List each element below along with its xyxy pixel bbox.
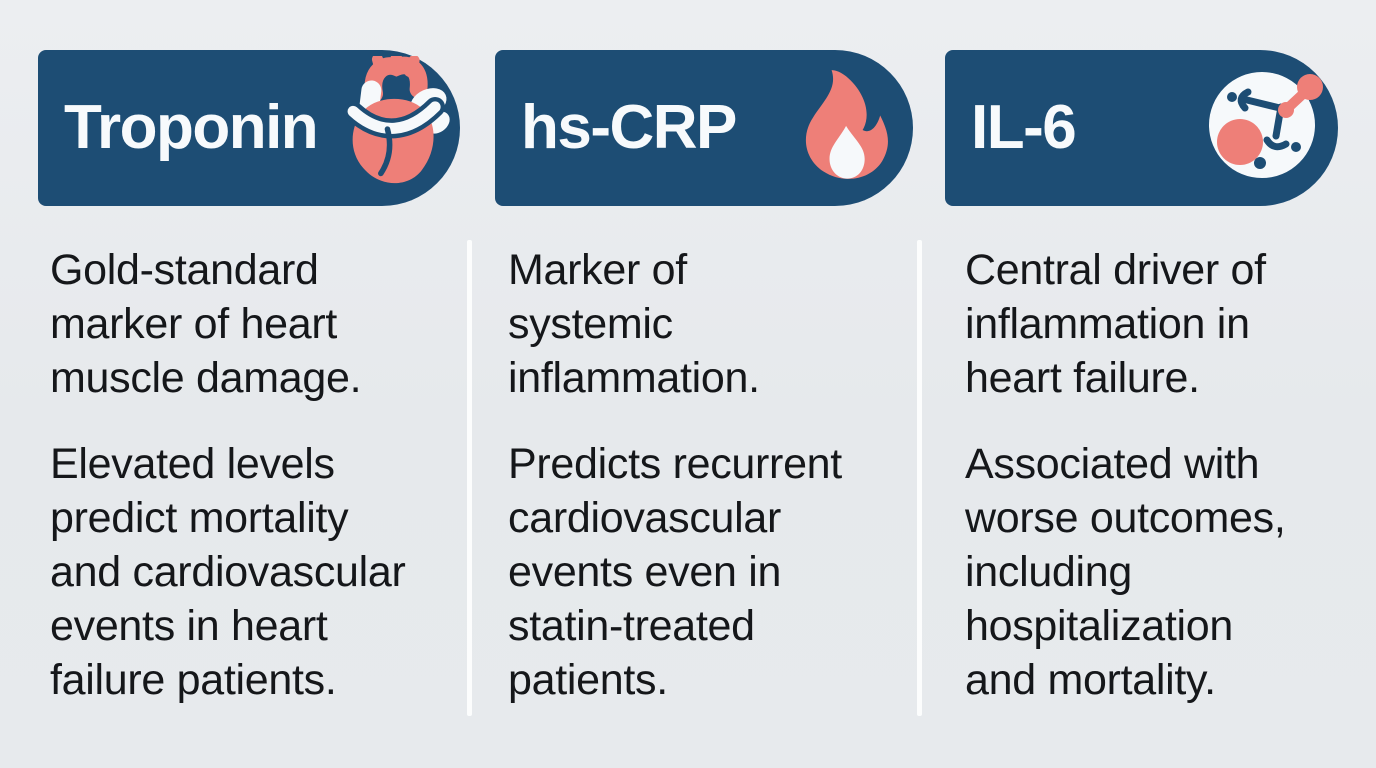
column-divider: [917, 240, 922, 716]
troponin-paragraph-1: Gold-standard marker of heart muscle dam…: [50, 246, 362, 402]
cell-icon: [1188, 50, 1368, 206]
il6-paragraph-2: Associated with worse outcomes, includin…: [965, 440, 1286, 704]
heart-icon: [330, 51, 456, 200]
hscrp-paragraph-2: Predicts recurrent cardiovascular events…: [508, 440, 842, 704]
troponin-header-label: Troponin: [64, 93, 319, 162]
il6-header-label: IL-6: [971, 93, 1077, 162]
column-hscrp-text: Marker of systemic inflammation. Predict…: [508, 243, 913, 707]
troponin-paragraph-2: Elevated levels predict mortality and ca…: [50, 440, 406, 704]
il6-header-pill: IL-6: [945, 50, 1338, 206]
flame-icon: [791, 68, 897, 190]
column-troponin-text: Gold-standard marker of heart muscle dam…: [50, 243, 464, 707]
column-il6-text: Central driver of inflammation in heart …: [965, 243, 1370, 707]
il6-paragraph-1: Central driver of inflammation in heart …: [965, 246, 1266, 402]
column-divider: [467, 240, 472, 716]
hscrp-paragraph-1: Marker of systemic inflammation.: [508, 246, 760, 402]
hscrp-header-pill: hs-CRP: [495, 50, 913, 206]
hscrp-header-label: hs-CRP: [521, 93, 737, 162]
troponin-header-pill: Troponin: [38, 50, 460, 206]
